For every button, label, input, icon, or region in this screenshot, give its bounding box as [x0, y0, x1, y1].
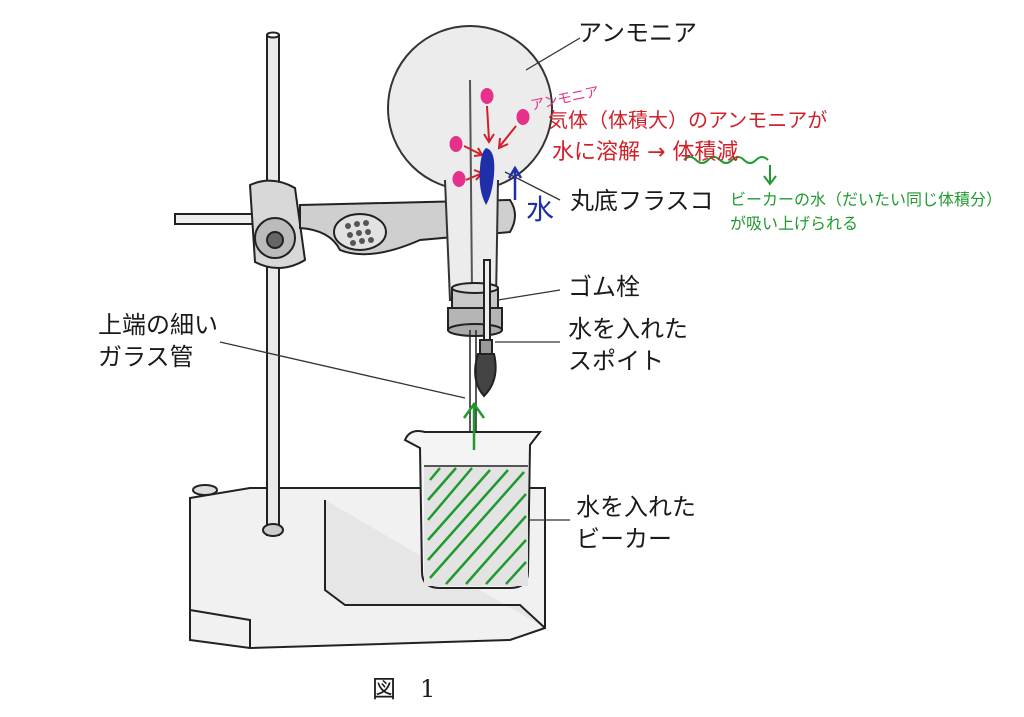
water-dropper [474, 259, 497, 398]
rubber-stopper [447, 282, 503, 337]
label-flask: 丸底フラスコ [570, 187, 714, 215]
label-beaker-2: ビーカー [576, 525, 672, 553]
ammonia-arrows [463, 105, 517, 181]
leader-lines [219, 37, 581, 521]
label-dropper-1: 水を入れた [568, 315, 688, 343]
annotation-gas-line: 気体（体積大）のアンモニアが [548, 108, 828, 132]
annotation-water: 水 [526, 193, 555, 226]
annotation-beaker-note-1: ビーカーの水（だいたい同じ体積分） [730, 190, 1003, 209]
figure-caption: 図 1 [372, 675, 436, 703]
label-tube-2: ガラス管 [98, 343, 194, 371]
label-dropper-2: スポイト [568, 347, 664, 375]
round-bottom-flask [387, 25, 553, 301]
beaker-water-hatch [427, 467, 527, 585]
clamp-boss [174, 179, 307, 269]
water-jet [479, 148, 523, 205]
ammonia-dots [449, 88, 530, 187]
stand-rod [262, 31, 284, 537]
annotation-beaker-note-2: が吸い上げられる [730, 214, 859, 233]
suction-arrow [462, 401, 486, 450]
label-ammonia: アンモニア [578, 19, 698, 47]
label-beaker-1: 水を入れた [576, 493, 696, 521]
green-emphasis [683, 156, 777, 186]
label-stopper: ゴム栓 [568, 273, 640, 301]
annotation-dissolve-line: 水に溶解 → 体積減 [552, 140, 739, 165]
label-tube-1: 上端の細い [98, 311, 218, 339]
